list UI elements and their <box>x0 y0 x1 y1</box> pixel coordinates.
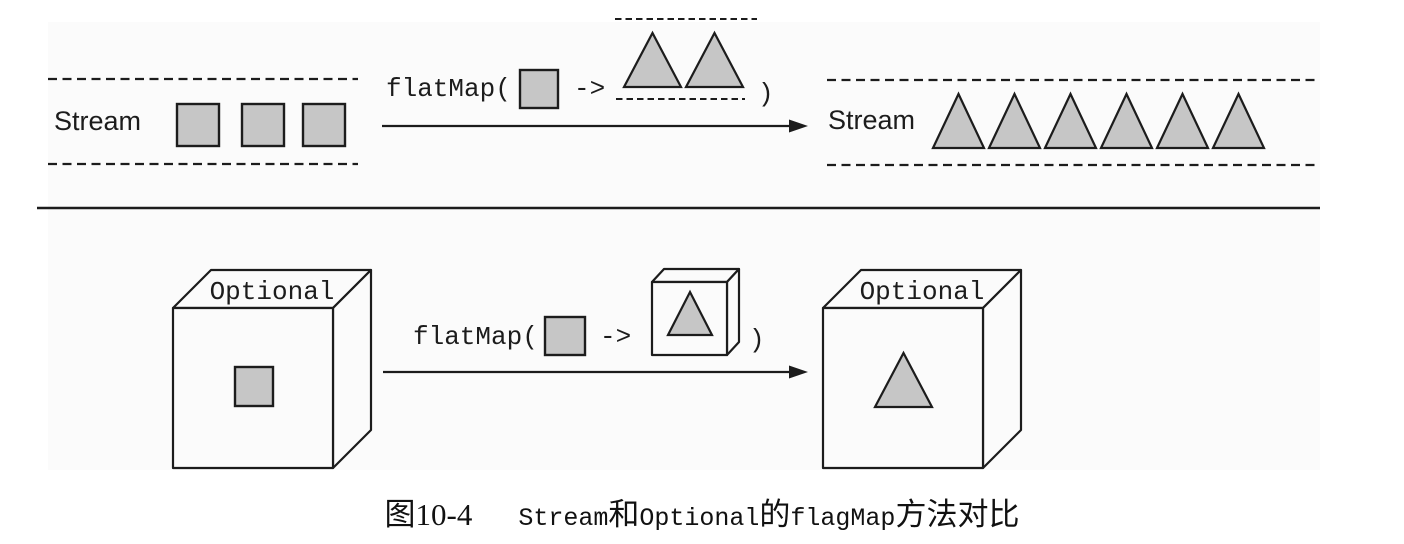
triangle-item <box>1211 91 1266 150</box>
lambda-input-square <box>518 68 560 110</box>
triangle-item <box>622 30 683 89</box>
triangle-item <box>873 350 934 409</box>
square-item <box>240 102 286 148</box>
square-item <box>301 102 347 148</box>
lambda-output-mini-cube <box>650 267 741 357</box>
square-item <box>175 102 221 148</box>
figure-caption: 图10-4 Stream 和 Optional 的 flagMap 方法对比 <box>0 489 1404 534</box>
triangle-item <box>1155 91 1210 150</box>
flatmap-call-suffix: ) <box>758 79 774 109</box>
optional-result-label: Optional <box>860 277 985 307</box>
lambda-output-mini-stream <box>615 18 757 100</box>
cube-top-face <box>650 267 741 284</box>
optional-source-label: Optional <box>210 277 335 307</box>
flatmap-lambda-bottom: flatMap( -> ) <box>383 267 808 379</box>
transform-arrow-head <box>789 365 808 379</box>
caption-code-optional: Optional <box>639 504 760 533</box>
transform-arrow-head <box>789 119 808 133</box>
optional-source-cube: Optional <box>171 268 373 470</box>
triangle-item <box>1043 91 1098 150</box>
square-item <box>233 365 275 408</box>
triangle-item <box>684 30 745 89</box>
caption-code-flagmap: flagMap <box>790 504 896 533</box>
lambda-input-square <box>543 315 587 357</box>
caption-cjk-of: 的 <box>759 497 791 532</box>
figure-number: 图10-4 <box>384 497 473 532</box>
flatmap-call-prefix: flatMap( <box>413 322 538 352</box>
flatmap-call-suffix: ) <box>749 325 765 355</box>
stream-result-label: Stream <box>828 105 915 135</box>
caption-cjk-and: 和 <box>608 497 640 532</box>
triangle-item <box>931 91 986 150</box>
lambda-arrow: -> <box>574 74 605 104</box>
caption-cjk-compare: 方法对比 <box>895 497 1020 532</box>
stream-result: Stream <box>827 78 1315 167</box>
flatmap-lambda-top: flatMap( -> ) <box>382 18 808 133</box>
triangle-item <box>666 289 714 337</box>
optional-result-cube: Optional <box>821 268 1023 470</box>
triangle-item <box>987 91 1042 150</box>
flatmap-call-prefix: flatMap( <box>386 74 511 104</box>
lambda-arrow: -> <box>600 322 631 352</box>
cube-right-face <box>725 267 741 357</box>
stream-source-label: Stream <box>54 106 141 136</box>
stream-source: Stream <box>48 77 358 166</box>
triangle-item <box>1099 91 1154 150</box>
caption-code-stream: Stream <box>518 504 609 533</box>
